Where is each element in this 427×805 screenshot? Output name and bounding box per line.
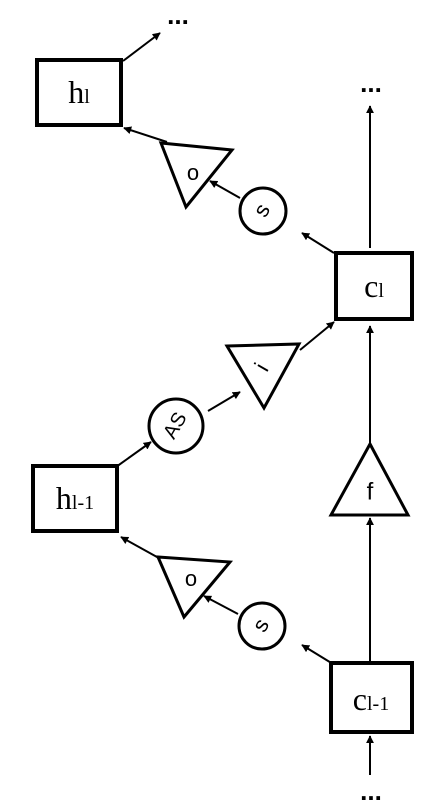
- node-c-l-main: c: [364, 268, 378, 304]
- continuation-bottom: ...: [360, 776, 382, 805]
- output-gate-top-label: o: [187, 160, 199, 185]
- arrow-o-to-hl: [123, 126, 168, 143]
- node-h-l-main: h: [68, 74, 84, 110]
- input-gate: i: [224, 342, 302, 412]
- node-c-lm1-main: c: [353, 681, 367, 717]
- node-h-lm1-sub: l-1: [72, 492, 94, 514]
- arrow-i-to-cl: [299, 321, 335, 351]
- squash-top: s: [238, 186, 288, 236]
- svg-text:hl: hl: [68, 74, 90, 110]
- continuation-top-right: ...: [360, 68, 382, 98]
- node-c-l: cl: [334, 251, 414, 321]
- node-h-lm1-main: h: [56, 480, 72, 516]
- output-gate-top: o: [158, 141, 235, 210]
- arrow-as-to-i: [207, 391, 241, 412]
- node-h-l: hl: [35, 58, 123, 127]
- node-c-l-sub: l: [378, 280, 384, 302]
- continuation-top-left: ...: [167, 0, 189, 30]
- arrow-cl-to-s: [301, 232, 335, 254]
- arrow-hl-out: [122, 32, 161, 62]
- output-gate-bottom: o: [155, 555, 234, 620]
- arrow-s-to-o: [209, 180, 241, 199]
- forget-gate-label: f: [367, 478, 374, 505]
- node-c-l-minus-1: cl-1: [329, 661, 414, 734]
- node-h-l-minus-1: hl-1: [31, 464, 119, 533]
- node-h-l-sub: l: [84, 86, 90, 108]
- arrow-hlm1-to-as: [115, 441, 152, 468]
- activation-squash: AS: [147, 397, 205, 455]
- node-c-lm1-sub: l-1: [367, 693, 389, 715]
- svg-text:hl-1: hl-1: [56, 480, 94, 516]
- svg-text:cl: cl: [364, 268, 384, 304]
- svg-text:cl-1: cl-1: [353, 681, 389, 717]
- arrow-s-to-o-bottom: [203, 595, 239, 615]
- forget-gate: f: [328, 440, 411, 517]
- squash-bottom: s: [237, 601, 287, 651]
- arrow-clm1-to-s: [301, 644, 334, 665]
- output-gate-bottom-label: o: [185, 566, 197, 591]
